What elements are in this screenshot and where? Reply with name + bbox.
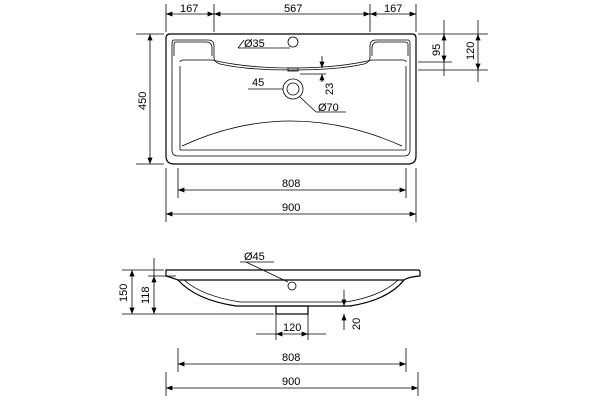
dim-label-150: 150: [118, 284, 130, 302]
side-view: Ø45 150 118 120 20 808 900: [118, 251, 421, 396]
top-view-right-deck: [371, 41, 409, 56]
dim-label-120-drain: 120: [283, 322, 301, 334]
dim-label-567: 567: [284, 3, 302, 15]
top-view-bowl-curve: [181, 120, 403, 147]
side-view-bowl: [177, 279, 405, 307]
side-view-bowl-inner: [183, 279, 399, 303]
drain-outer-leader: [299, 96, 317, 113]
side-view-drain: [275, 305, 309, 315]
dim-label-900-side: 900: [282, 376, 300, 388]
dim-label-118: 118: [140, 286, 152, 304]
drain-hole-label: 45: [252, 77, 264, 89]
dim-label-95: 95: [431, 44, 443, 56]
overflow-slot: [287, 67, 299, 72]
dim-label-900-top: 900: [282, 202, 300, 214]
drain-outer-label: Ø70: [318, 102, 339, 114]
side-drain-leader: [245, 261, 289, 283]
overflow-offset-label: 23: [324, 83, 336, 95]
dim-label-808-top: 808: [282, 178, 300, 190]
tap-hole-label: Ø35: [244, 38, 265, 50]
dim-label-808-side: 808: [282, 352, 300, 364]
top-view: Ø35 45 Ø70 23 167 567 167: [136, 3, 488, 222]
side-view-drain-hole: [287, 281, 297, 291]
drain-inner: [286, 82, 300, 96]
dim-label-450: 450: [137, 92, 149, 110]
top-view-bowl-rim: [179, 59, 407, 69]
dim-label-167-left: 167: [180, 3, 198, 15]
dim-label-20: 20: [351, 318, 363, 330]
tap-hole: [287, 36, 299, 48]
top-view-inner-rim: [171, 39, 411, 157]
side-view-deck: [165, 269, 421, 281]
side-drain-hole-label: Ø45: [244, 251, 265, 263]
drain-outer: [282, 78, 304, 100]
top-view-left-deck: [173, 41, 213, 56]
top-view-bowl-inner: [179, 66, 407, 150]
top-view-sink-outline: [165, 33, 417, 165]
dim-label-167-right: 167: [384, 3, 402, 15]
dim-label-120: 120: [465, 42, 477, 60]
